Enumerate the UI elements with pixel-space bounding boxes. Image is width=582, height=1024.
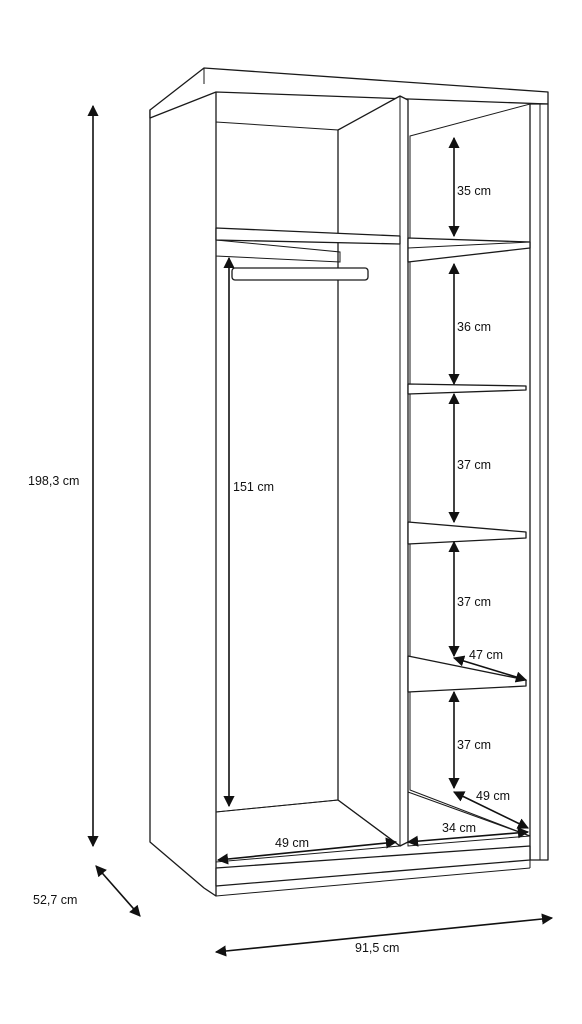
bottom-plinth xyxy=(215,845,531,887)
left-side-panel xyxy=(149,83,217,897)
left-bottom-width-arrow xyxy=(216,837,398,865)
hanging-rail xyxy=(231,267,369,281)
right-bottom-width-label: 34 cm xyxy=(442,821,476,835)
right-bottom-depth-arrow xyxy=(452,791,530,829)
right-side-panel xyxy=(529,103,549,861)
shelf-depth-label: 47 cm xyxy=(469,648,503,662)
left-top-shelf xyxy=(215,227,401,245)
right-shelf-1 xyxy=(407,237,531,263)
shelf-gap-label-1: 35 cm xyxy=(457,184,491,198)
shelf-gap-label-5: 37 cm xyxy=(457,738,491,752)
wardrobe-body xyxy=(149,67,549,897)
shelf-depth-arrow xyxy=(452,655,528,683)
right-bottom-width-arrow xyxy=(406,827,530,847)
total-width-arrow xyxy=(214,913,554,957)
total-height-label: 198,3 cm xyxy=(28,474,79,488)
right-shelf-2 xyxy=(407,383,527,395)
depth-arrow xyxy=(95,865,141,917)
center-divider xyxy=(337,95,409,847)
shelf-gap-label-4: 37 cm xyxy=(457,595,491,609)
depth-label: 52,7 cm xyxy=(33,893,77,907)
dimension-labels: 198,3 cm 52,7 cm 91,5 cm 151 cm 49 cm 34… xyxy=(28,184,510,955)
hanging-height-label: 151 cm xyxy=(233,480,274,494)
left-bottom-width-label: 49 cm xyxy=(275,836,309,850)
shelf-gap-label-3: 37 cm xyxy=(457,458,491,472)
total-width-label: 91,5 cm xyxy=(355,941,399,955)
dimension-lines xyxy=(87,104,554,957)
back-panel xyxy=(215,121,339,813)
shelf-gap-label-2: 36 cm xyxy=(457,320,491,334)
right-bottom-depth-label: 49 cm xyxy=(476,789,510,803)
right-shelf-3 xyxy=(407,521,527,545)
